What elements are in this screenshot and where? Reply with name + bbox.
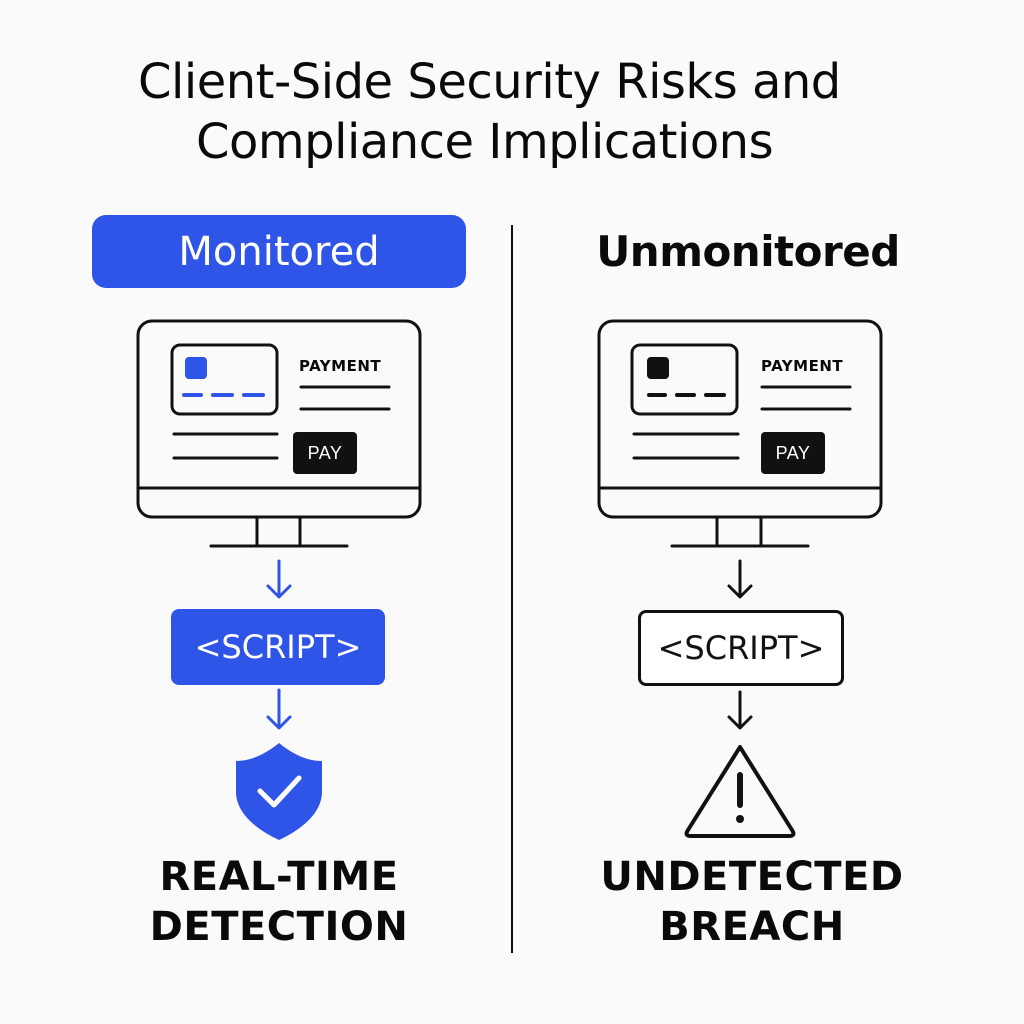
unmonitored-heading: Unmonitored [596,227,900,276]
monitor-icon [597,319,883,548]
caption-line-2: BREACH [659,904,845,950]
script-tag-box: <SCRIPT> [171,609,385,685]
monitored-caption: REAL-TIME DETECTION [0,852,512,952]
down-arrow-icon [266,559,292,599]
caption-line-1: REAL-TIME [159,854,399,900]
script-label: <SCRIPT> [194,628,362,666]
card-chip [647,357,669,379]
down-arrow-icon [727,690,753,730]
monitored-monitor-illustration [136,319,422,840]
form-lines [172,385,391,460]
monitor-icon [136,319,422,548]
pay-button[interactable]: PAY [761,432,825,474]
payment-label: PAYMENT [299,357,382,375]
script-label: <SCRIPT> [657,629,825,667]
unmonitored-caption: UNDETECTED BREACH [512,852,1024,952]
title-line-2: Compliance Implications [196,114,774,170]
monitor-screen [136,319,422,519]
title-line-1: Client-Side Security Risks and [138,54,841,110]
caption-line-1: UNDETECTED [600,854,904,900]
unmonitored-column: Unmonitored [512,0,1024,1024]
unmonitored-monitor-illustration [597,319,883,838]
shield-check-icon [236,743,322,840]
monitored-heading: Monitored [178,228,380,275]
monitored-column: Monitored [0,215,512,952]
unmonitored-heading-wrap: Unmonitored [492,215,1004,288]
down-arrow-icon [727,559,753,599]
card-outline [630,343,739,416]
monitored-heading-badge: Monitored [92,215,466,288]
card-outline [170,343,279,416]
pay-button[interactable]: PAY [293,432,357,474]
monitor-screen [597,319,883,519]
script-tag-box: <SCRIPT> [638,610,844,686]
warning-triangle-icon [684,745,796,838]
column-divider [511,225,513,953]
payment-label: PAYMENT [761,357,844,375]
card-chip [185,357,207,379]
caption-line-2: DETECTION [149,904,409,950]
credit-card-icon [170,343,279,416]
form-lines [632,385,852,460]
credit-card-icon [630,343,739,416]
down-arrow-icon [266,688,292,730]
exclamation-dot [736,815,744,823]
